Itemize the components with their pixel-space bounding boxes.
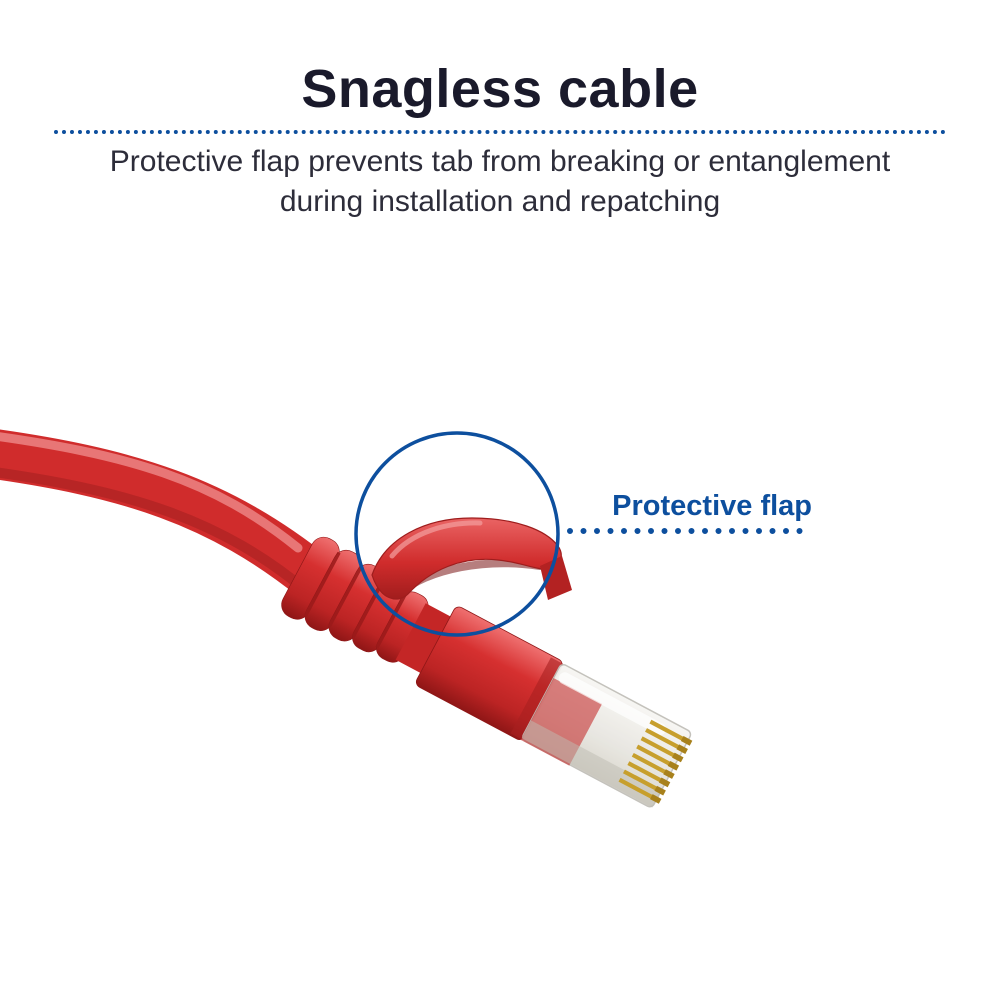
highlight-circle: [354, 431, 560, 637]
gold-contacts: [618, 719, 693, 804]
subtitle-line-2: during installation and repatching: [279, 185, 721, 218]
subtitle-line-1: Protective flap prevents tab from breaki…: [109, 145, 891, 178]
clear-connector-housing: [520, 664, 693, 808]
title-separator-dotted-line: [54, 130, 946, 134]
protective-flap-label: Protective flap: [612, 490, 812, 522]
protective-flap: [371, 517, 572, 600]
page-title: Snagless cable: [301, 59, 699, 119]
subtitle: Protective flap prevents tab from breaki…: [0, 142, 1000, 222]
cable-jacket: [0, 429, 340, 603]
